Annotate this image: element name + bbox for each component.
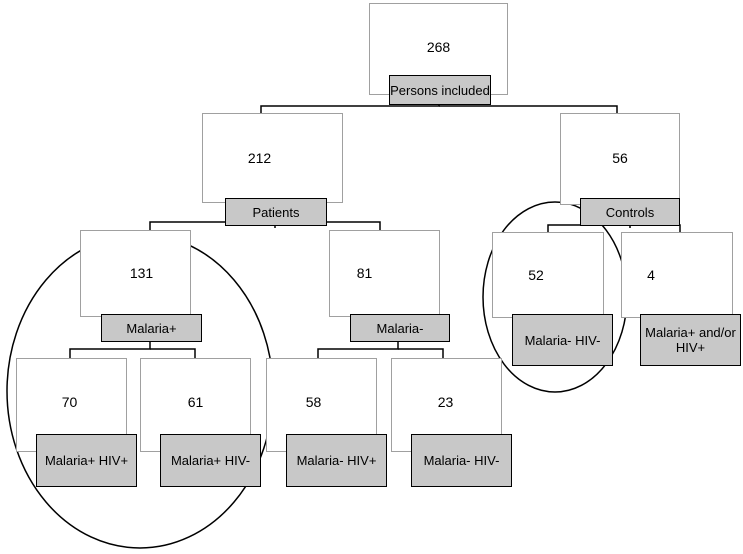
connector-mpos-left <box>69 341 151 358</box>
node-malaria-neg-hiv-pos-count: 58 <box>305 394 322 410</box>
node-malaria-pos-hiv-pos-label: Malaria+ HIV+ <box>36 434 137 487</box>
node-controls-positive-label: Malaria+ and/or HIV+ <box>640 314 741 366</box>
node-root-count: 268 <box>426 39 451 55</box>
node-malaria-neg-hiv-pos-label: Malaria- HIV+ <box>286 434 387 487</box>
node-controls-positive-count: 4 <box>647 267 655 283</box>
node-malaria-negative-box: 81 <box>329 230 440 317</box>
node-root-label: Persons included <box>389 75 491 105</box>
node-malaria-positive-label: Malaria+ <box>101 314 202 342</box>
node-malaria-negative-label: Malaria- <box>350 314 450 342</box>
connector-root-controls <box>439 105 618 115</box>
node-malaria-neg-hiv-neg-label: Malaria- HIV- <box>411 434 512 487</box>
connector-controls-right <box>630 224 681 232</box>
node-controls-label: Controls <box>580 198 680 226</box>
node-malaria-positive-box: 131 <box>80 230 191 317</box>
node-controls-negative-label: Malaria- HIV- <box>512 314 613 366</box>
connector-mneg-right <box>398 348 444 358</box>
connector-mpos-right <box>150 348 196 358</box>
node-controls-negative-count: 52 <box>528 267 544 283</box>
node-malaria-negative-count: 81 <box>356 265 373 281</box>
connector-mneg-left <box>317 341 399 358</box>
node-malaria-pos-hiv-neg-count: 61 <box>187 394 204 410</box>
node-patients-box: 212 <box>202 113 343 203</box>
node-controls-box: 56 <box>560 113 680 205</box>
node-controls-negative-box: 52 <box>492 232 604 318</box>
connector-controls-left <box>547 224 631 232</box>
node-malaria-neg-hiv-neg-count: 23 <box>437 394 454 410</box>
node-patients-label: Patients <box>225 198 327 226</box>
node-controls-count: 56 <box>612 150 628 166</box>
node-patients-count: 212 <box>247 150 272 166</box>
node-malaria-pos-hiv-pos-count: 70 <box>61 394 78 410</box>
node-controls-positive-box: 4 <box>621 232 733 318</box>
node-malaria-pos-hiv-neg-label: Malaria+ HIV- <box>160 434 261 487</box>
node-malaria-positive-count: 131 <box>129 265 154 281</box>
